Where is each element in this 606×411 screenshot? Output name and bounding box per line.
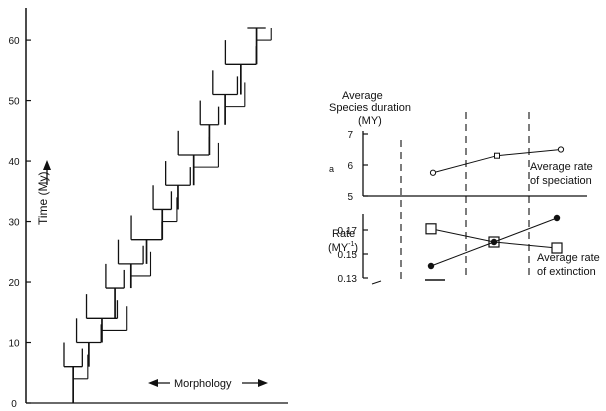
time-tick-label: 50 [8, 97, 20, 108]
time-tick-label: 20 [8, 278, 20, 289]
species-duration-panel: Average Species duration (MY) a 5 6 7 Aver… [329, 90, 593, 203]
time-tick-label: 40 [8, 157, 20, 168]
species-duration-ticks: 5 6 7 [347, 130, 368, 203]
extinction-point [488, 236, 500, 248]
rate-series [425, 214, 563, 270]
duration-tick-label: 5 [347, 192, 353, 203]
rate-baseline-stub [371, 280, 382, 285]
time-tick-label: 30 [8, 218, 20, 229]
rate-ticks: 0.13 0.15 0.17 [338, 226, 368, 285]
species-duration-title-2: Species duration [329, 102, 411, 114]
time-axis-arrowhead [43, 160, 51, 170]
morphology-right-arrowhead [258, 379, 268, 387]
time-axis-label: Time (My) [36, 171, 50, 225]
extinction-label-2: of extinction [537, 266, 596, 278]
rate-tick-label: 0.15 [338, 250, 358, 261]
phylogeny-panel: 0 10 20 30 40 50 60 Time (My) Morphology [8, 8, 288, 410]
extinction-point [551, 242, 563, 254]
morphology-label: Morphology [174, 378, 232, 390]
speciation-label-2: of speciation [530, 175, 592, 187]
species-duration-title-1: Average [342, 90, 383, 102]
rate-title-2: (MY-1) [328, 241, 358, 254]
origination-point [553, 214, 561, 222]
time-tick-label: 0 [11, 399, 17, 410]
origination-point [427, 262, 435, 270]
dashed-dividers [400, 112, 530, 280]
rate-tick-label: 0.17 [338, 226, 358, 237]
speciation-series [429, 146, 565, 176]
species-duration-title-3: (MY) [358, 115, 382, 127]
extinction-label-1: Average rate [537, 252, 600, 264]
duration-tick-label: 7 [347, 130, 353, 141]
extinction-point [425, 223, 437, 235]
time-tick-label: 60 [8, 36, 20, 47]
rate-title-1: Rate [332, 228, 355, 240]
speciation-label-1: Average rate [530, 161, 593, 173]
speciation-point [494, 152, 500, 159]
panel-marker-a: a [329, 164, 334, 174]
time-axis-ticks: 0 10 20 30 40 50 60 [8, 36, 31, 410]
speciation-point [429, 169, 437, 176]
speciation-point [557, 146, 565, 153]
extinction-line [430, 228, 558, 249]
duration-tick-label: 6 [347, 161, 353, 172]
rate-tick-label: 0.13 [338, 274, 358, 285]
phylogeny-tree [63, 27, 272, 403]
rate-panel: Rate (MY-1) 0.13 0.15 0.17 Average rate of… [328, 214, 600, 285]
time-tick-label: 10 [8, 339, 20, 350]
